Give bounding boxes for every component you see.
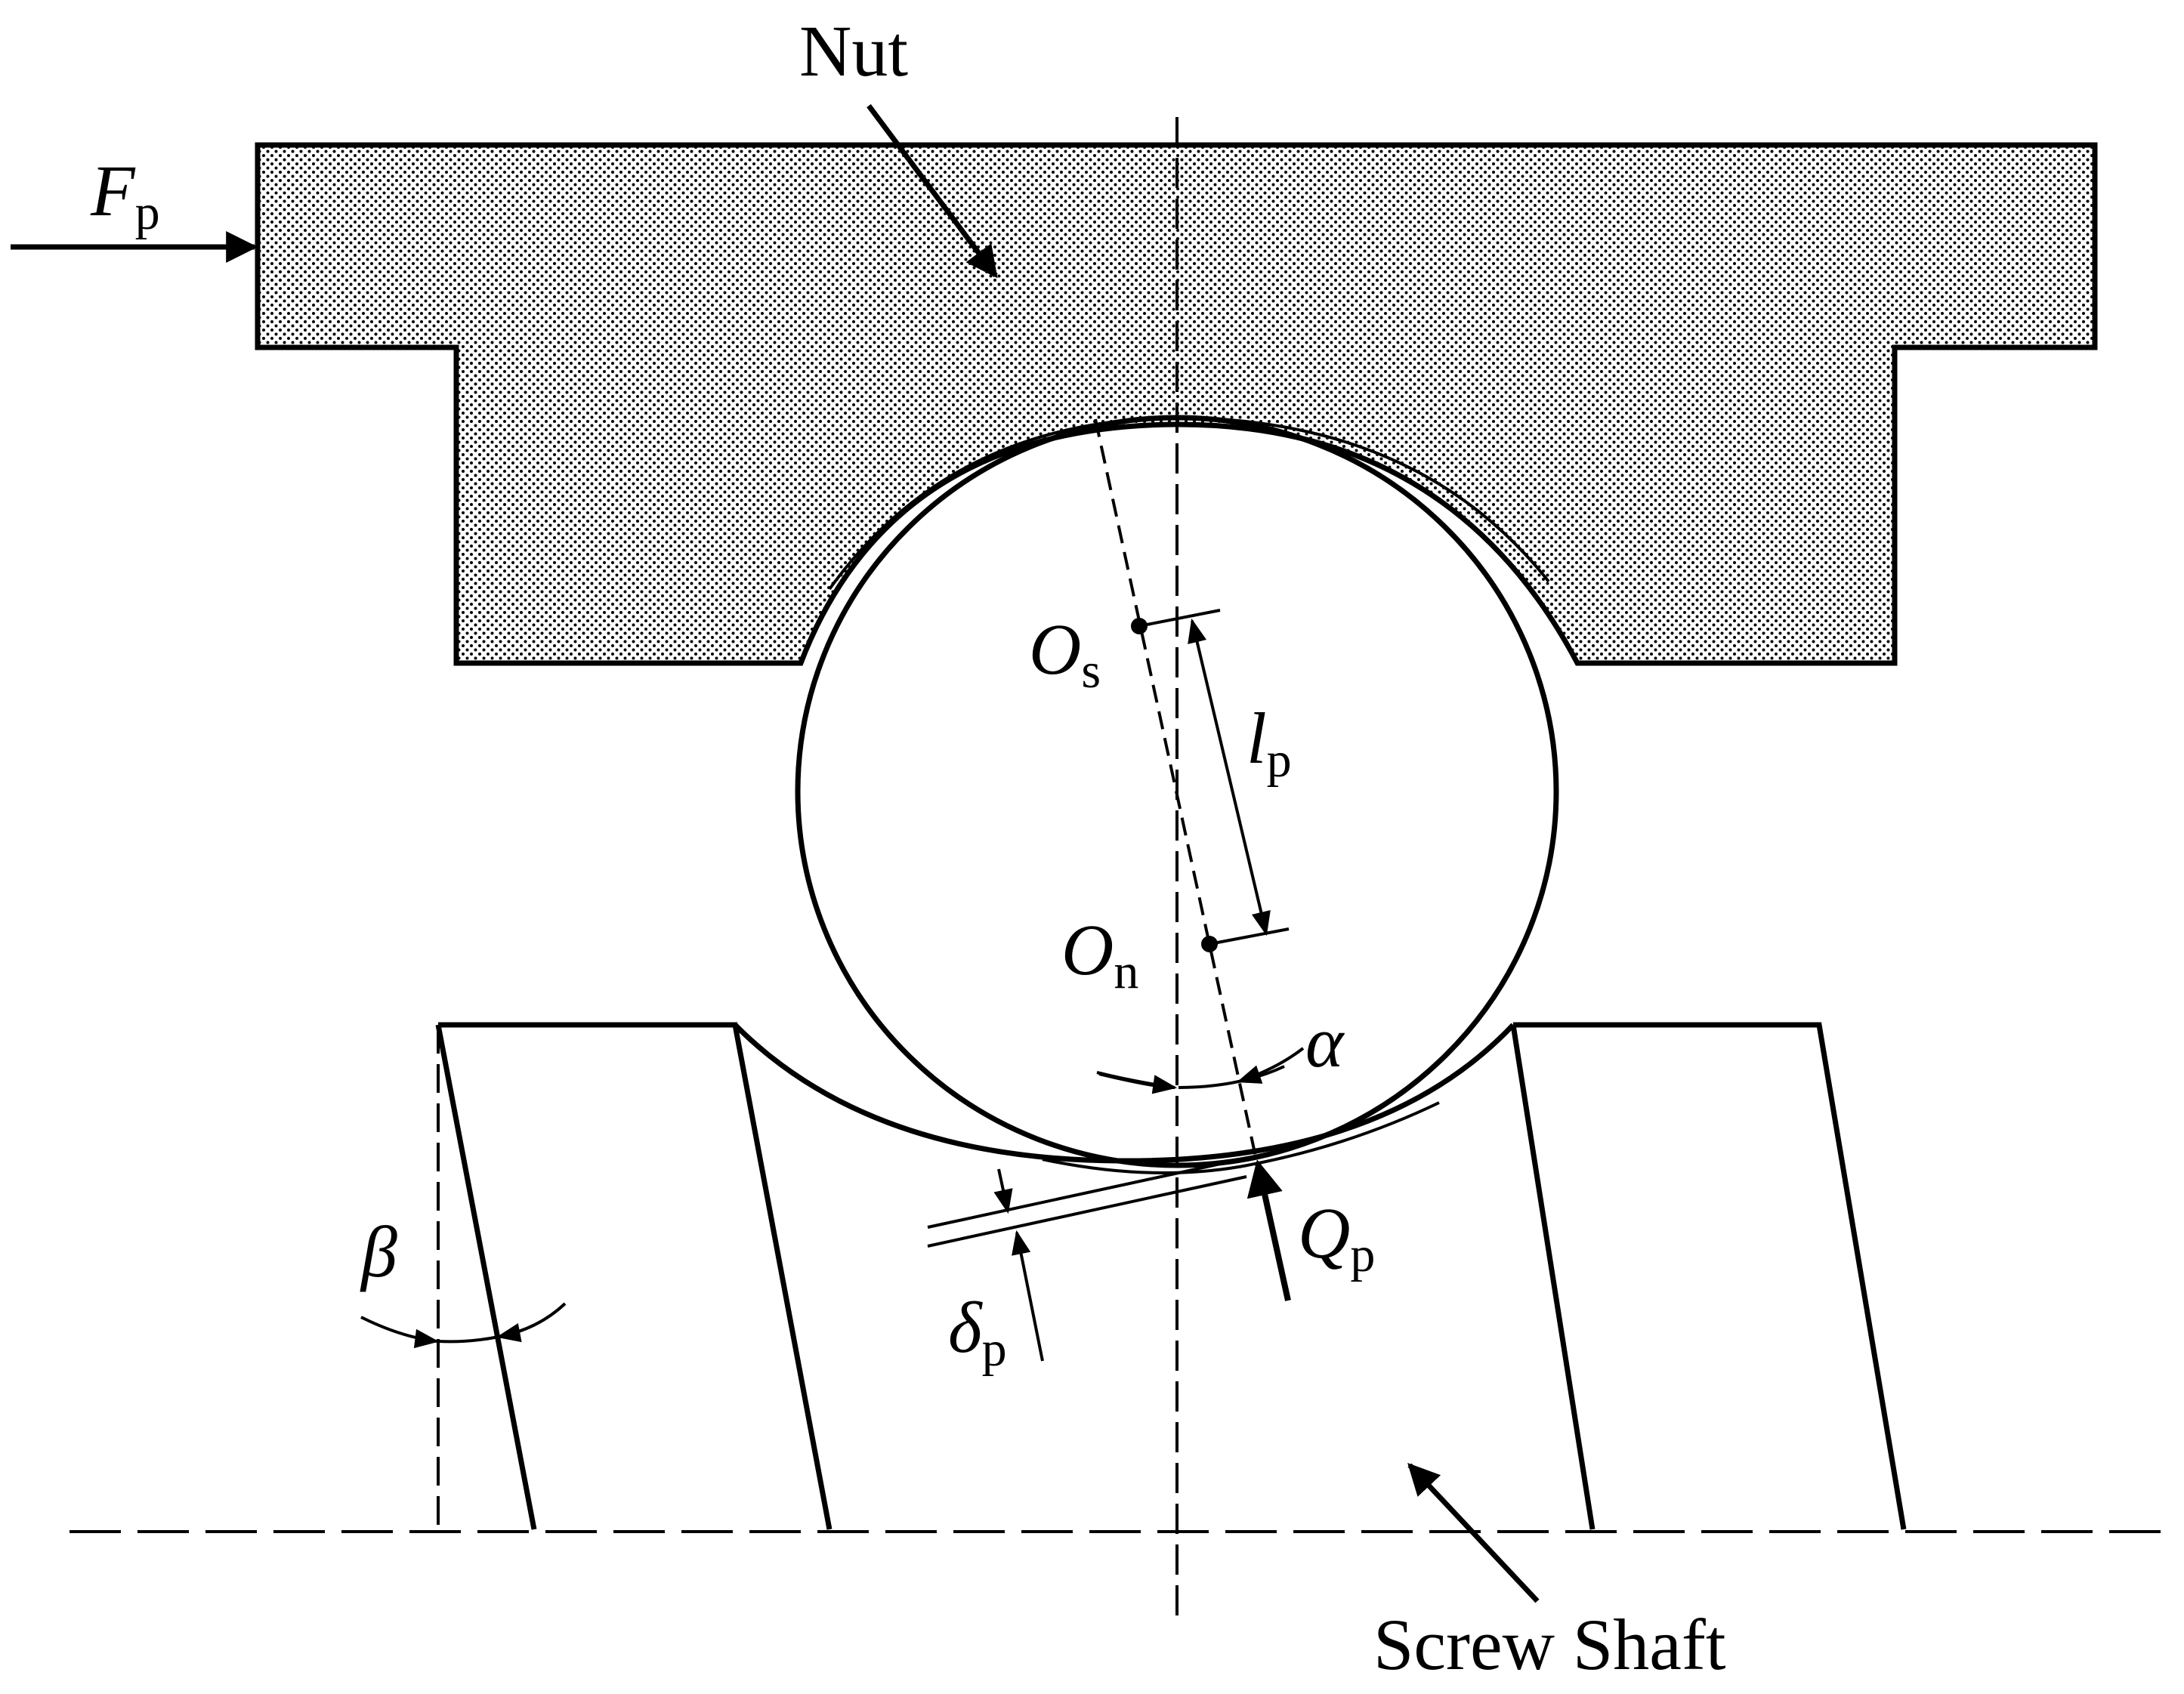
delta-line-2 <box>927 1175 1247 1248</box>
ball-shifted-bottom <box>1042 1101 1440 1174</box>
os-label: Os <box>1029 609 1101 699</box>
alpha-arc-left <box>1096 1071 1178 1094</box>
qp-arrow <box>1246 1159 1291 1301</box>
beta-arc-mid <box>437 1335 499 1344</box>
delta-label: δp <box>948 1287 1007 1377</box>
lp-symbol: l <box>1246 698 1267 779</box>
lp-ext-bottom <box>1209 927 1290 946</box>
lp-dimension-arrow <box>1188 618 1271 936</box>
alpha-arc-right <box>1236 1047 1305 1084</box>
lp-ext-top <box>1138 609 1221 628</box>
lp-subscript: p <box>1267 733 1292 788</box>
on-label: On <box>1061 909 1138 999</box>
fp-subscript: p <box>135 185 160 240</box>
contact-line <box>1094 418 1259 1168</box>
beta-arc-right <box>496 1302 567 1343</box>
screw-groove <box>733 1023 1515 1164</box>
screw-pointer-arrow <box>1407 1462 1540 1603</box>
nut-label: Nut <box>799 11 908 91</box>
on-symbol: O <box>1061 909 1114 990</box>
delta-symbol: δ <box>948 1287 983 1368</box>
alpha-label: α <box>1305 1001 1345 1082</box>
qp-symbol: Q <box>1298 1193 1350 1273</box>
os-subscript: s <box>1081 643 1101 699</box>
on-subscript: n <box>1114 944 1138 999</box>
fp-label: Fp <box>90 150 160 240</box>
delta-arrow-top <box>993 1168 1013 1214</box>
beta-arc-left <box>360 1316 440 1349</box>
lp-label: lp <box>1246 698 1292 788</box>
delta-line-1 <box>927 1162 1225 1229</box>
delta-arrow-bottom <box>1012 1230 1044 1362</box>
os-symbol: O <box>1029 609 1081 690</box>
beta-label: β <box>360 1211 397 1292</box>
screw-shaft-label: Screw Shaft <box>1373 1604 1726 1685</box>
screw-tooth-left <box>435 1022 833 1530</box>
screw-tooth-right <box>1510 1022 1907 1530</box>
alpha-arc <box>1098 1065 1285 1089</box>
qp-label: Qp <box>1298 1193 1375 1282</box>
fp-symbol: F <box>90 150 136 231</box>
nut-pointer-arrow <box>866 103 998 279</box>
qp-subscript: p <box>1350 1227 1375 1282</box>
delta-subscript: p <box>982 1322 1007 1377</box>
